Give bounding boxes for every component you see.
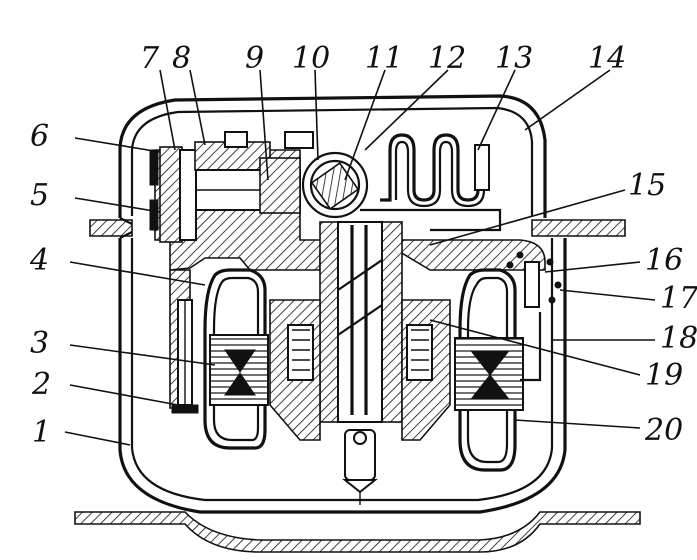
callout-7: 7 bbox=[140, 41, 160, 76]
callout-13: 13 bbox=[495, 41, 533, 76]
callout-11: 11 bbox=[365, 41, 403, 76]
crankshaft bbox=[319, 221, 403, 505]
housing-shell bbox=[89, 94, 626, 514]
discharge-coil bbox=[360, 133, 502, 232]
callout-10: 10 bbox=[292, 41, 330, 76]
rotor bbox=[269, 299, 451, 441]
terminal-assembly bbox=[506, 251, 562, 382]
callout-16: 16 bbox=[645, 243, 683, 278]
piston bbox=[195, 157, 301, 214]
callout-9: 9 bbox=[245, 41, 264, 76]
callout-5: 5 bbox=[30, 178, 49, 213]
base-plate bbox=[74, 511, 641, 553]
callout-2: 2 bbox=[31, 367, 51, 402]
callout-labels: 1 2 3 4 5 6 7 8 9 10 11 12 13 14 15 16 1… bbox=[29, 41, 697, 450]
stator-winding-right bbox=[454, 268, 524, 472]
callout-12: 12 bbox=[428, 41, 466, 76]
stator-winding-left bbox=[203, 268, 269, 450]
callout-14: 14 bbox=[588, 41, 626, 76]
callout-19: 19 bbox=[645, 358, 683, 393]
callout-15: 15 bbox=[628, 168, 666, 203]
callout-1: 1 bbox=[32, 415, 51, 450]
callout-18: 18 bbox=[660, 321, 697, 356]
callout-6: 6 bbox=[30, 119, 49, 154]
callout-4: 4 bbox=[29, 243, 49, 278]
callout-3: 3 bbox=[30, 326, 49, 361]
callout-8: 8 bbox=[172, 41, 191, 76]
leader-lines bbox=[64, 69, 656, 446]
mounting-bolt-left bbox=[171, 299, 199, 414]
callout-17: 17 bbox=[660, 281, 697, 316]
callout-20: 20 bbox=[644, 413, 683, 448]
cylinder-head bbox=[149, 131, 271, 243]
